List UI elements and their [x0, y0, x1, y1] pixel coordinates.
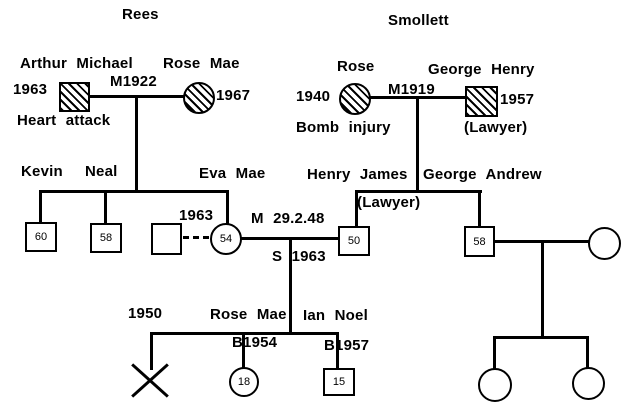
george-andrew-descent-line [541, 240, 544, 339]
rose-smollett-year: 1940 [296, 88, 331, 105]
arthur-michael-symbol [59, 82, 90, 112]
rose-smollett-cause: Bomb injury [296, 119, 391, 136]
rees-family-title: Rees [122, 6, 159, 23]
george-henry-year: 1957 [500, 91, 535, 108]
rose-mae-jr-birth: B1954 [232, 334, 278, 351]
george-andrew-wife-symbol [588, 227, 621, 260]
eva-henry-separation-label: S 1963 [272, 248, 326, 265]
arthur-michael-name: Arthur Michael [20, 55, 133, 72]
right-daughter2-symbol [572, 367, 605, 400]
george-andrew-name: George Andrew [423, 166, 542, 183]
henry-james-symbol: 50 [338, 226, 370, 256]
george-henry-name: George Henry [428, 61, 535, 78]
smollett-marriage-label: M1919 [388, 81, 435, 98]
smollett-descent-line [416, 96, 419, 193]
rose-mae-sr-name: Rose Mae [163, 55, 240, 72]
neal-symbol: 58 [90, 223, 122, 253]
smollett-family-title: Smollett [388, 12, 449, 29]
kevin-name: Kevin [21, 163, 63, 180]
henry-james-drop-line [355, 190, 358, 228]
eva-henry-descent-line [289, 237, 292, 335]
kevin-age: 60 [34, 231, 48, 243]
rees-descent-line [135, 95, 138, 193]
henry-james-age: 50 [347, 235, 361, 247]
eva-mae-name: Eva Mae [199, 165, 266, 182]
arthur-michael-cause: Heart attack [17, 112, 111, 129]
right-daughter2-drop-line [586, 336, 589, 368]
eva-previous-marriage-year: 1963 [179, 207, 214, 224]
right-daughter1-symbol [478, 368, 512, 402]
henry-james-occupation: (Lawyer) [357, 194, 421, 211]
neal-name: Neal [85, 163, 118, 180]
kevin-symbol: 60 [25, 222, 57, 252]
ian-noel-symbol: 15 [323, 368, 355, 396]
rose-mae-jr-symbol: 18 [229, 367, 259, 397]
deceased-child-year: 1950 [128, 305, 163, 322]
rose-smollett-symbol [339, 83, 371, 115]
george-henry-occupation: (Lawyer) [464, 119, 528, 136]
rose-mae-sr-symbol [183, 82, 215, 114]
ian-noel-name: Ian Noel [303, 307, 368, 324]
eva-mae-age: 54 [219, 233, 233, 245]
neal-age: 58 [99, 232, 113, 244]
george-andrew-drop-line [478, 190, 481, 228]
george-andrew-age: 58 [473, 235, 486, 248]
ian-noel-drop-line [336, 332, 339, 370]
deceased-child-drop-line [150, 332, 153, 370]
rees-sibling-line [39, 190, 229, 193]
george-henry-symbol [465, 86, 498, 117]
smollett-sibling-line [355, 190, 482, 193]
neal-drop-line [104, 190, 107, 225]
rose-mae-sr-year: 1967 [216, 87, 251, 104]
right-daughter1-drop-line [493, 336, 496, 369]
eva-mae-symbol: 54 [210, 223, 242, 255]
eva-previous-husband-symbol [151, 223, 182, 255]
henry-james-name: Henry James [307, 166, 408, 183]
rose-mae-jr-age: 18 [237, 376, 251, 388]
kevin-drop-line [39, 190, 42, 224]
ian-noel-age: 15 [332, 376, 346, 388]
rose-mae-jr-name: Rose Mae [210, 306, 287, 323]
right-sibling-line [493, 336, 589, 339]
eva-previous-marriage-dashed-line [183, 236, 210, 239]
eva-henry-marriage-label: M 29.2.48 [251, 210, 325, 227]
george-andrew-symbol: 58 [464, 226, 495, 257]
arthur-michael-year: 1963 [13, 81, 48, 98]
rose-mae-jr-drop-line [242, 332, 245, 368]
ian-noel-birth: B1957 [324, 337, 370, 354]
rees-marriage-label: M1922 [110, 73, 157, 90]
rose-smollett-name: Rose [337, 58, 375, 75]
eva-mae-drop-line [226, 190, 229, 225]
deceased-child-x-mark [128, 358, 172, 400]
